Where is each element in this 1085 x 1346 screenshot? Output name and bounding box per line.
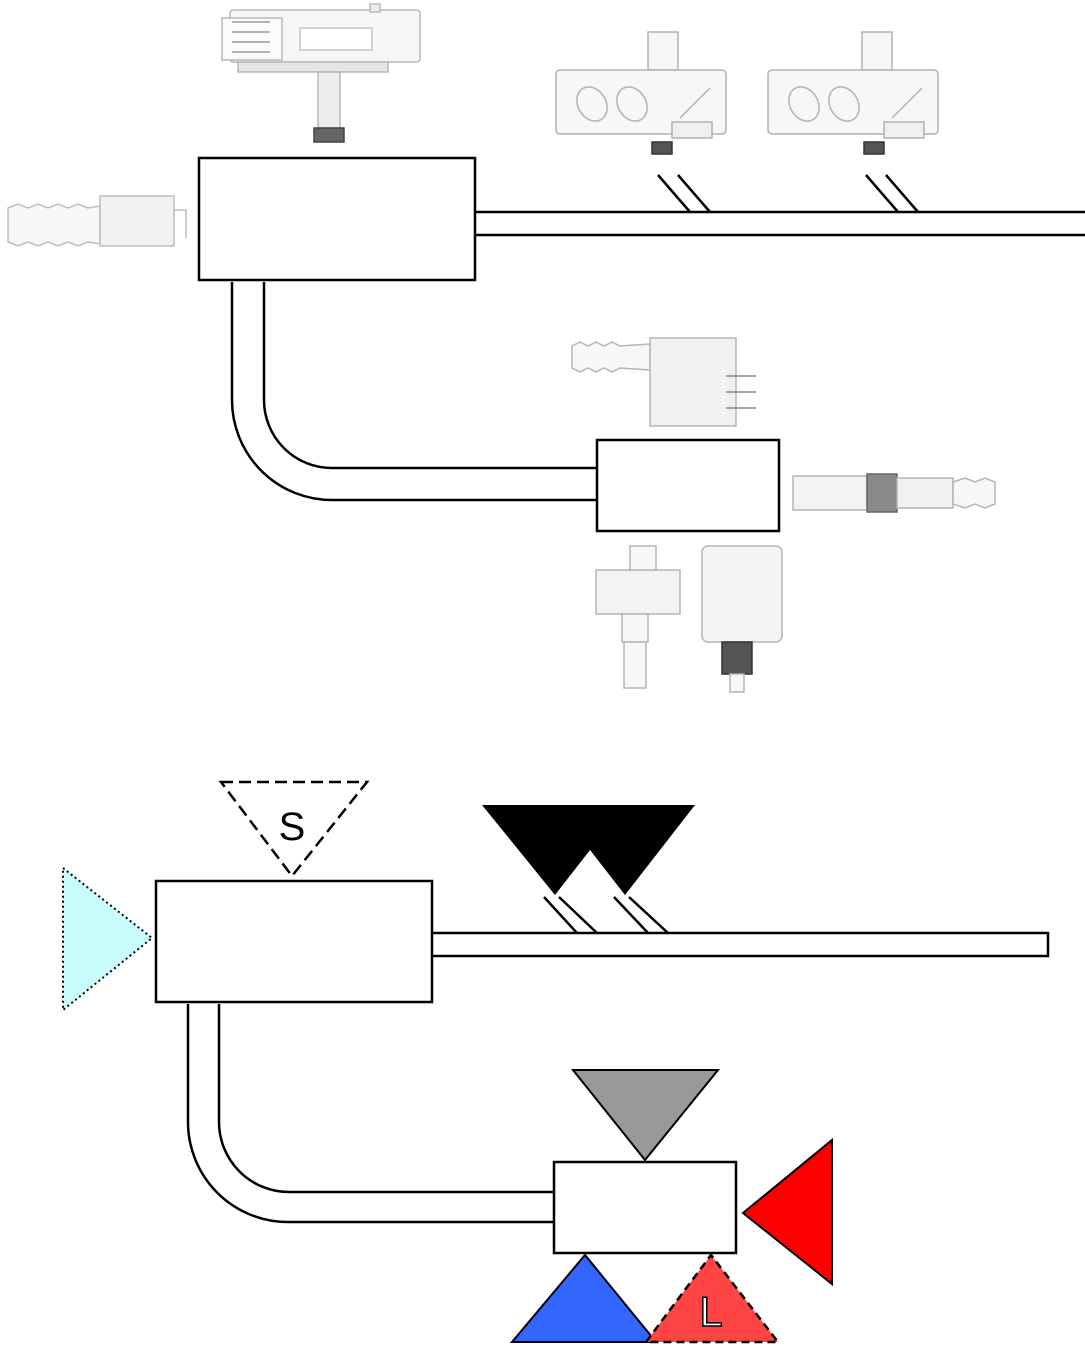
upper-main-block xyxy=(197,156,477,282)
twin-valve-triangles-marker xyxy=(482,805,695,895)
lower-block-top-connector-image xyxy=(571,337,756,427)
bottom-blue-triangle-marker xyxy=(509,1253,659,1343)
branch-stub-2 xyxy=(865,174,899,213)
branch-stub-1 xyxy=(657,174,691,213)
lower-branch-stub-2 xyxy=(613,896,649,934)
lower-branch-stub-1 xyxy=(543,896,578,934)
upper-diagram xyxy=(7,3,1085,693)
upper-elbow-tube xyxy=(230,282,597,502)
top-mount-connector-image xyxy=(221,3,421,143)
sensor-label: S xyxy=(279,805,306,849)
top-grey-triangle-marker xyxy=(570,1069,721,1162)
right-connector-1-image xyxy=(555,31,727,155)
inlet-triangle-marker xyxy=(62,865,154,1013)
sensor-triangle-marker xyxy=(218,780,370,879)
bottom-level-triangle-marker xyxy=(643,1252,781,1344)
lower-main-tube xyxy=(432,896,1050,958)
upper-secondary-block xyxy=(595,438,781,533)
lower-diagram: S L xyxy=(62,780,1050,1344)
right-connector-pair-image xyxy=(555,31,939,155)
lower-main-block xyxy=(154,879,434,1004)
lower-block-right-connector-image xyxy=(792,473,996,513)
right-connector-2-image xyxy=(767,31,939,155)
lower-secondary-block xyxy=(552,1160,738,1255)
upper-main-tube xyxy=(475,174,1085,237)
lower-block-bottom-connectors-image xyxy=(595,545,783,693)
right-red-triangle-marker xyxy=(741,1137,833,1287)
level-label: L xyxy=(699,1288,722,1335)
left-hose-barb-image xyxy=(7,195,187,247)
lower-elbow-tube xyxy=(186,1004,554,1224)
